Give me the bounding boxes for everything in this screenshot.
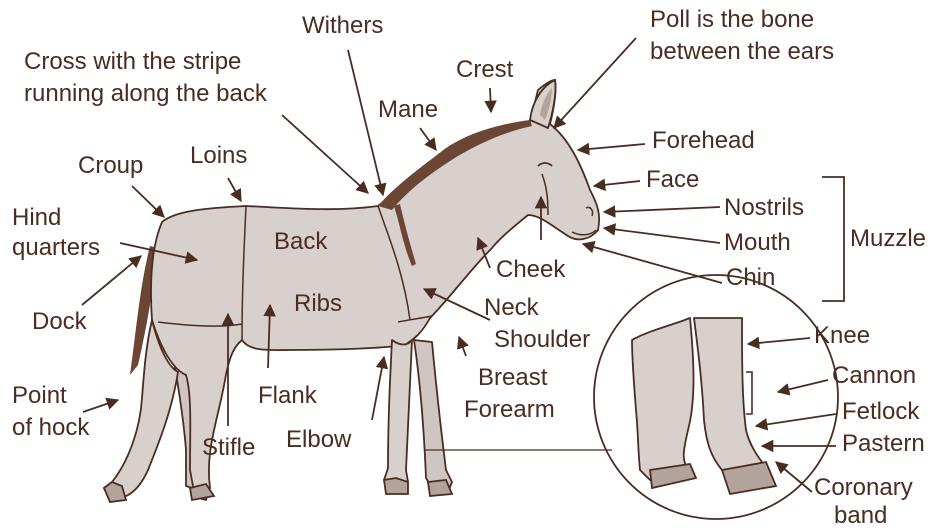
near-front-leg xyxy=(384,340,412,488)
label-croup: Croup xyxy=(78,152,143,179)
label-neck: Neck xyxy=(484,294,539,321)
label-face: Face xyxy=(646,166,699,193)
label-cheek: Cheek xyxy=(496,256,565,283)
label-point-line2: of hock xyxy=(12,414,89,441)
label-cross-line1: Cross with the stripe xyxy=(24,48,241,75)
hooves xyxy=(104,478,452,502)
label-loins: Loins xyxy=(190,142,247,169)
label-poll-line2: between the ears xyxy=(650,38,834,65)
label-coronary-line2: band xyxy=(834,502,887,528)
label-ribs: Ribs xyxy=(294,290,342,317)
label-forehead: Forehead xyxy=(652,127,755,154)
muzzle-bracket xyxy=(822,177,844,301)
label-coronary-line1: Coronary xyxy=(814,474,913,501)
label-cannon: Cannon xyxy=(832,362,916,389)
label-breast: Breast xyxy=(478,364,547,391)
label-pastern: Pastern xyxy=(842,430,925,457)
label-stifle: Stifle xyxy=(202,434,255,461)
label-back: Back xyxy=(274,228,327,255)
label-nostrils: Nostrils xyxy=(724,194,804,221)
label-poll-line1: Poll is the bone xyxy=(650,6,814,33)
label-withers: Withers xyxy=(302,12,383,39)
label-mane: Mane xyxy=(378,96,438,123)
label-fetlock: Fetlock xyxy=(842,398,919,425)
label-crest: Crest xyxy=(456,56,513,83)
label-flank: Flank xyxy=(258,382,317,409)
label-elbow: Elbow xyxy=(286,426,351,453)
label-dock: Dock xyxy=(32,308,87,335)
label-shoulder: Shoulder xyxy=(494,326,590,353)
label-hind-line2: quarters xyxy=(12,234,100,261)
label-muzzle: Muzzle xyxy=(850,225,926,252)
label-forearm: Forearm xyxy=(464,396,555,423)
label-mouth: Mouth xyxy=(724,229,791,256)
label-hind-line1: Hind xyxy=(12,204,61,231)
label-point-line1: Point xyxy=(12,382,67,409)
label-knee: Knee xyxy=(814,322,870,349)
label-cross-line2: running along the back xyxy=(24,80,267,107)
label-chin: Chin xyxy=(726,264,775,291)
